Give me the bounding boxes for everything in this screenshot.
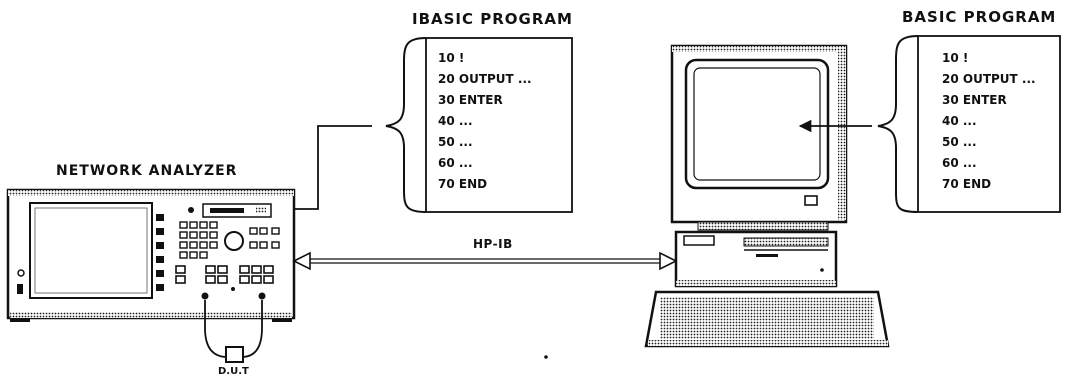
basic-program-title: BASIC PROGRAM (902, 8, 1056, 26)
hpib-label: HP-IB (473, 237, 513, 251)
computer (646, 46, 888, 346)
ibasic-code-line: 70 END (438, 174, 532, 195)
ibasic-code-line: 10 ! (438, 48, 532, 69)
basic-code-line: 70 END (942, 174, 1036, 195)
analyzer-program-line (294, 126, 372, 209)
ibasic-code-listing: 10 ! 20 OUTPUT ... 30 ENTER 40 ... 50 ..… (438, 48, 532, 195)
rotary-knob (225, 232, 243, 250)
network-analyzer (8, 190, 294, 322)
monitor-screen (686, 60, 828, 188)
basic-code-line: 60 ... (942, 153, 1036, 174)
port-2 (259, 293, 266, 300)
basic-code-line: 40 ... (942, 111, 1036, 132)
basic-code-line: 10 ! (942, 48, 1036, 69)
basic-brace (878, 36, 918, 212)
ibasic-code-line: 30 ENTER (438, 90, 532, 111)
basic-code-line: 50 ... (942, 132, 1036, 153)
ibasic-code-line: 20 OUTPUT ... (438, 69, 532, 90)
ibasic-code-line: 50 ... (438, 132, 532, 153)
port-1 (202, 293, 209, 300)
dut-label: D.U.T (218, 366, 249, 377)
analyzer-screen (30, 203, 152, 298)
basic-code-line: 30 ENTER (942, 90, 1036, 111)
ibasic-code-line: 60 ... (438, 153, 532, 174)
basic-code-listing: 10 ! 20 OUTPUT ... 30 ENTER 40 ... 50 ..… (942, 48, 1036, 195)
network-analyzer-label: NETWORK ANALYZER (56, 163, 237, 179)
ibasic-code-line: 40 ... (438, 111, 532, 132)
basic-code-line: 20 OUTPUT ... (942, 69, 1036, 90)
ibasic-program-title: IBASIC PROGRAM (412, 10, 573, 28)
ibasic-brace (386, 38, 426, 212)
dut-box (226, 347, 243, 362)
hpib-bus (294, 253, 676, 269)
